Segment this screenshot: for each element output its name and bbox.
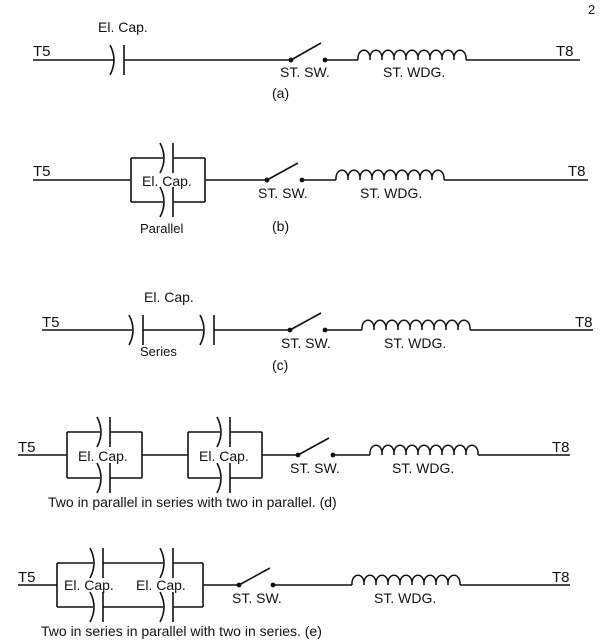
caption-c: (c)	[272, 357, 288, 373]
capacitor-curved-plate	[96, 462, 102, 494]
capacitor-curved-plate	[89, 547, 95, 579]
circuit-e: T5 T8 El. Cap. El. Cap. ST. SW. ST. WDG.…	[18, 547, 570, 639]
capacitor-label-d1: El. Cap.	[78, 448, 128, 464]
switch-blade	[290, 42, 322, 61]
terminal-t5-b: T5	[33, 163, 51, 180]
capacitor-label-b: El. Cap.	[142, 173, 192, 189]
switch-blade	[289, 312, 322, 331]
starting-winding-coil	[357, 49, 467, 61]
winding-label-b: ST. WDG.	[360, 185, 422, 201]
circuit-b: T5 T8 El. Cap. Parallel ST. SW. ST. WDG.…	[33, 142, 588, 236]
terminal-t8-a: T8	[556, 43, 574, 60]
switch-blade	[297, 437, 330, 456]
capacitor-curved-plate	[159, 142, 165, 174]
switch-label-c: ST. SW.	[281, 335, 331, 351]
page-number: 2	[588, 2, 595, 17]
switch-blade	[266, 162, 299, 181]
capacitor-curved-plate	[216, 416, 222, 448]
capacitor-curved-plate	[89, 591, 95, 623]
starting-winding-coil	[335, 169, 445, 181]
terminal-t5-d: T5	[18, 439, 36, 456]
caption-a: (a)	[272, 85, 289, 101]
arrangement-label-c: Series	[140, 344, 177, 359]
switch-label-e: ST. SW.	[232, 590, 282, 606]
terminal-t8-d: T8	[552, 439, 570, 456]
caption-b: (b)	[272, 218, 289, 234]
winding-label-d: ST. WDG.	[392, 460, 454, 476]
circuit-a: T5 T8 El. Cap. ST. SW. ST. WDG. (a)	[33, 19, 580, 101]
starting-winding-coil	[369, 444, 479, 456]
terminal-t8-c: T8	[575, 314, 593, 331]
circuit-c: T5 T8 El. Cap. Series ST. SW. ST. WDG. (…	[42, 289, 593, 373]
capacitor-curved-plate	[109, 44, 115, 76]
capacitor-curved-plate	[159, 186, 165, 218]
circuit-d: T5 T8 El. Cap. El. Cap. ST. S	[18, 416, 570, 510]
capacitor-label-a: El. Cap.	[98, 19, 148, 35]
terminal-t8-b: T8	[568, 163, 586, 180]
capacitor-curved-plate	[216, 462, 222, 494]
switch-blade	[238, 567, 271, 586]
caption-e: Two in series in parallel with two in se…	[41, 623, 322, 639]
winding-label-a: ST. WDG.	[383, 64, 445, 80]
capacitor-curved-plate	[159, 547, 165, 579]
switch-label-a: ST. SW.	[280, 64, 330, 80]
capacitor-curved-plate	[96, 416, 102, 448]
capacitor-label-d2: El. Cap.	[199, 448, 249, 464]
capacitor-label-c: El. Cap.	[144, 289, 194, 305]
terminal-t5-e: T5	[18, 569, 36, 586]
winding-label-c: ST. WDG.	[384, 335, 446, 351]
capacitor-label-e1: El. Cap.	[64, 577, 114, 593]
terminal-t5-a: T5	[33, 43, 51, 60]
arrangement-label-b: Parallel	[140, 221, 183, 236]
starting-winding-coil	[361, 319, 471, 331]
capacitor-curved-plate	[128, 314, 134, 346]
switch-label-b: ST. SW.	[258, 185, 308, 201]
caption-d: Two in parallel in series with two in pa…	[48, 494, 337, 510]
terminal-t8-e: T8	[552, 569, 570, 586]
starting-winding-coil	[351, 574, 461, 586]
terminal-t5-c: T5	[42, 314, 60, 331]
switch-label-d: ST. SW.	[290, 460, 340, 476]
winding-label-e: ST. WDG.	[374, 590, 436, 606]
capacitor-label-e2: El. Cap.	[136, 577, 186, 593]
capacitor-curved-plate	[199, 314, 205, 346]
capacitor-curved-plate	[159, 591, 165, 623]
